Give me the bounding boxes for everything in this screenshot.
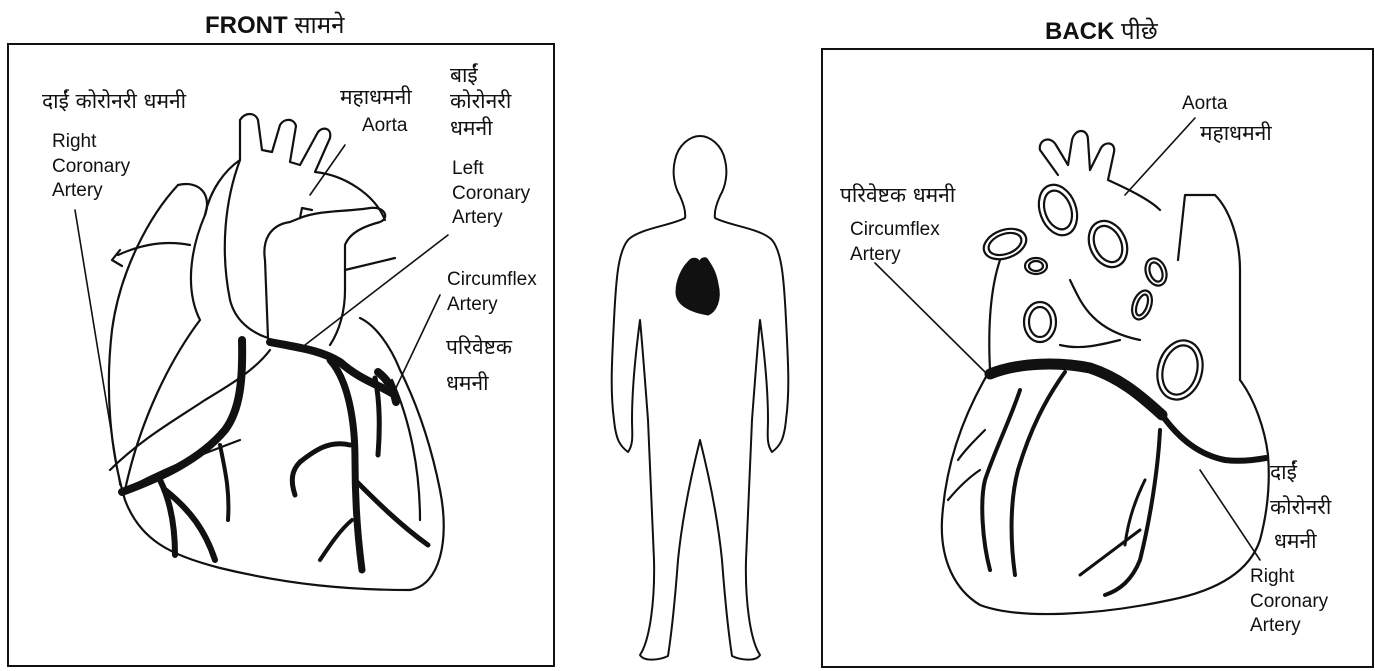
back-right-coronary-en-line-1: Right	[1250, 565, 1328, 590]
front-aorta-en-label: Aorta	[362, 114, 407, 139]
front-right-coronary-en-line-3: Artery	[52, 179, 130, 204]
front-left-coronary-en-line-3: Artery	[452, 206, 530, 231]
back-right-coronary-hi-line-1: दाईं	[1270, 455, 1331, 490]
back-right-coronary-en-label: Right Coronary Artery	[1250, 565, 1328, 639]
front-left-coronary-hi-line-1: बाईं	[450, 62, 511, 88]
front-circumflex-hi-line-1: परिवेष्टक	[446, 330, 512, 366]
back-right-coronary-en-line-2: Coronary	[1250, 590, 1328, 615]
back-right-coronary-artery	[1162, 415, 1266, 461]
front-right-atrium	[125, 184, 207, 490]
front-circumflex-hi-line-2: धमनी	[446, 366, 512, 402]
front-circumflex-en-line-2: Artery	[447, 293, 537, 318]
front-leader-lines	[75, 145, 448, 485]
back-circumflex-en-line-2: Artery	[850, 243, 940, 268]
back-aorta-hi-label: महाधमनी	[1200, 120, 1272, 146]
back-right-coronary-hi-label: दाईं कोरोनरी धमनी	[1270, 455, 1331, 559]
front-circumflex-hi-label: परिवेष्टक धमनी	[446, 330, 512, 401]
back-circumflex-en-line-1: Circumflex	[850, 218, 940, 243]
human-silhouette	[612, 136, 789, 660]
back-aorta	[1040, 131, 1160, 210]
back-circumflex-en-label: Circumflex Artery	[850, 218, 940, 267]
back-circumflex-hi-label: परिवेष्टक धमनी	[840, 182, 955, 208]
back-vessel-ring-3	[1082, 215, 1135, 274]
front-right-coronary-hi-label: दाईं कोरोनरी धमनी	[42, 88, 186, 114]
front-pulmonary-trunk	[264, 208, 385, 345]
back-right-coronary-hi-line-3: धमनी	[1270, 524, 1331, 559]
front-left-coronary-hi-line-3: धमनी	[450, 115, 511, 141]
back-right-coronary-en-line-3: Artery	[1250, 614, 1328, 639]
back-vessel-ring-5	[1142, 255, 1170, 288]
back-vessel-ring-1	[1032, 179, 1084, 240]
back-vessel-ring-6	[1128, 288, 1155, 322]
front-left-coronary-en-label: Left Coronary Artery	[452, 157, 530, 231]
front-circumflex-en-line-1: Circumflex	[447, 268, 537, 293]
front-right-coronary-en-line-1: Right	[52, 130, 130, 155]
body-heart-icon	[676, 258, 719, 315]
front-aorta-hi-label: महाधमनी	[340, 84, 412, 110]
front-aorta	[205, 114, 385, 220]
front-heart-illustration	[109, 114, 444, 590]
front-right-coronary-en-line-2: Coronary	[52, 155, 130, 180]
back-aorta-en-label: Aorta	[1182, 92, 1227, 117]
back-heart-outline	[942, 370, 1269, 614]
back-heart-illustration	[942, 131, 1269, 614]
front-left-coronary-en-line-1: Left	[452, 157, 530, 182]
front-left-coronary-hi-label: बाईं कोरोनरी धमनी	[450, 62, 511, 141]
front-left-coronary-en-line-2: Coronary	[452, 182, 530, 207]
front-circumflex-en-label: Circumflex Artery	[447, 268, 537, 317]
front-right-coronary-en-label: Right Coronary Artery	[52, 130, 130, 204]
back-vessel-ring-2	[980, 223, 1031, 264]
front-left-coronary-hi-line-2: कोरोनरी	[450, 88, 511, 114]
back-right-coronary-hi-line-2: कोरोनरी	[1270, 490, 1331, 525]
